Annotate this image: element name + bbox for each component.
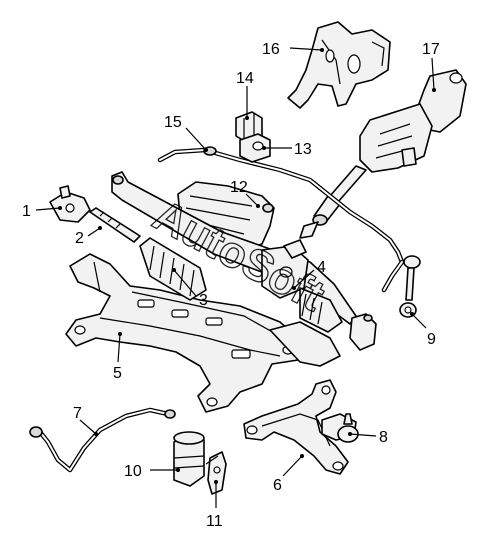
leader-8: [349, 433, 377, 437]
part-6-lower-control-arm: [243, 379, 349, 475]
leader-5: [117, 333, 121, 363]
part-1-tie-rod-end-left: [49, 185, 91, 223]
leader-dot-16: [320, 48, 324, 52]
callout-8: 8: [379, 429, 388, 446]
leader-lines: [35, 47, 436, 508]
leader-9: [411, 313, 427, 329]
callout-10: 10: [124, 463, 142, 480]
callout-12: 12: [230, 179, 248, 196]
leader-dot-8: [348, 432, 352, 436]
leader-dot-10: [176, 468, 180, 472]
callout-3: 3: [199, 292, 208, 309]
leader-dot-15: [204, 148, 208, 152]
leader-dot-14: [245, 116, 249, 120]
part-4-steering-gear: [111, 171, 377, 351]
part-11-bracket: [205, 451, 227, 495]
leader-dot-13: [262, 146, 266, 150]
leader-3: [173, 269, 197, 297]
part-17-steering-column: [299, 69, 467, 239]
part-13-stabilizer-clamp: [239, 133, 271, 163]
leader-dot-9: [410, 312, 414, 316]
leader-dot-11: [214, 480, 218, 484]
callout-5: 5: [113, 365, 122, 382]
callout-labels: 1 2 3 4 5 6 7 8 9 10 11 12 13 14 15 16 1…: [22, 41, 440, 530]
leader-dot-5: [118, 332, 122, 336]
callout-14: 14: [236, 70, 254, 87]
callout-1: 1: [22, 203, 31, 220]
callout-13: 13: [294, 141, 312, 158]
callout-15: 15: [164, 114, 182, 131]
part-16-column-bracket: [287, 21, 391, 109]
part-5-subframe: [65, 253, 341, 413]
leader-17: [431, 57, 435, 91]
part-9-stabilizer-link: [399, 255, 421, 318]
leader-6: [282, 455, 303, 477]
leader-dot-2: [98, 226, 102, 230]
leader-15: [185, 127, 207, 151]
part-10-sensor-unit: [173, 431, 205, 487]
leader-dot-3: [172, 268, 176, 272]
callout-16: 16: [262, 41, 280, 58]
leader-dot-12: [256, 204, 260, 208]
callout-4: 4: [317, 259, 326, 276]
callout-7: 7: [73, 405, 82, 422]
callout-2: 2: [75, 230, 84, 247]
callout-9: 9: [427, 331, 436, 348]
leader-1: [35, 207, 61, 211]
leader-dot-1: [58, 206, 62, 210]
leader-12: [245, 193, 259, 207]
part-7-wiring-harness: [29, 407, 176, 473]
callout-17: 17: [422, 41, 440, 58]
leader-4: [293, 269, 315, 289]
leader-dot-6: [300, 454, 304, 458]
callout-6: 6: [273, 477, 282, 494]
part-15-stabilizer-bar: [157, 146, 405, 293]
leader-16: [289, 47, 323, 51]
leader-dot-17: [432, 88, 436, 92]
part-2-tie-rod: [89, 207, 141, 243]
leader-dot-4: [292, 286, 296, 290]
leader-dot-7: [94, 432, 98, 436]
callout-11: 11: [206, 513, 223, 530]
leader-7: [79, 419, 97, 435]
leader-2: [87, 227, 101, 237]
